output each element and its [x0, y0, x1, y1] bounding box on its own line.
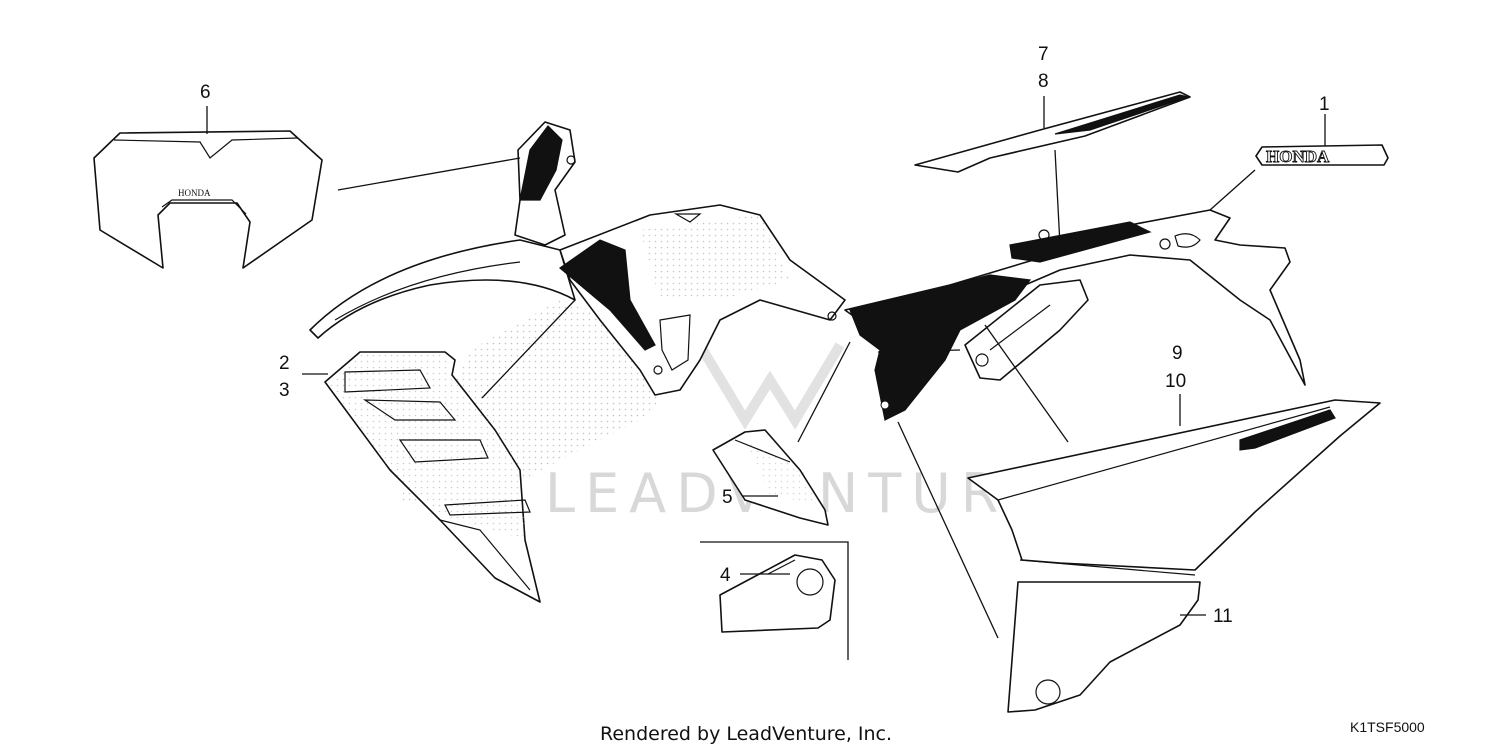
- leader-5-up: [797, 341, 851, 443]
- callout-2: 2: [279, 353, 290, 374]
- part-1-honda-emblem: HONDA: [1209, 114, 1389, 211]
- callout-7: 7: [1038, 44, 1049, 65]
- honda-logo-emblem: HONDA: [1266, 147, 1330, 166]
- callout-11: 11: [1213, 606, 1233, 627]
- leader-9-10-to-muffler: [984, 324, 1069, 443]
- honda-logo-small: HONDA: [178, 188, 211, 198]
- callout-8: 8: [1038, 71, 1049, 92]
- callout-10: 10: [1165, 371, 1186, 392]
- part-6-front-plate: HONDA: [93, 106, 323, 269]
- leader-7-8-down: [1054, 149, 1061, 246]
- part-11-lower-panel: [897, 421, 1206, 713]
- leader-1: [1209, 169, 1256, 211]
- part-7-8-seat-stripe: [914, 91, 1191, 246]
- callout-1: 1: [1319, 94, 1330, 115]
- side-cover-black-panel: [849, 274, 1032, 421]
- shroud-black-panel: [559, 239, 656, 351]
- diagram-code: K1TSF5000: [1350, 719, 1425, 735]
- part-2-3-shroud-graphic: [302, 299, 576, 603]
- callout-5: 5: [722, 487, 733, 508]
- callout-9: 9: [1172, 343, 1183, 364]
- part-9-10-side-panel: [967, 324, 1381, 576]
- callout-4: 4: [720, 565, 731, 586]
- leader-11-up: [897, 421, 999, 639]
- callout-6: 6: [200, 82, 211, 103]
- leader-6-to-louver: [337, 157, 521, 191]
- side-panel-black-stripe: [1009, 221, 1152, 263]
- leader-2-3-to-shroud: [481, 299, 576, 399]
- footer-credit: Rendered by LeadVenture, Inc.: [600, 723, 892, 745]
- callout-3: 3: [279, 380, 290, 401]
- part-4-inset: [700, 541, 849, 660]
- part-5-decal: [712, 341, 851, 526]
- bike-body-outline: [309, 121, 1306, 510]
